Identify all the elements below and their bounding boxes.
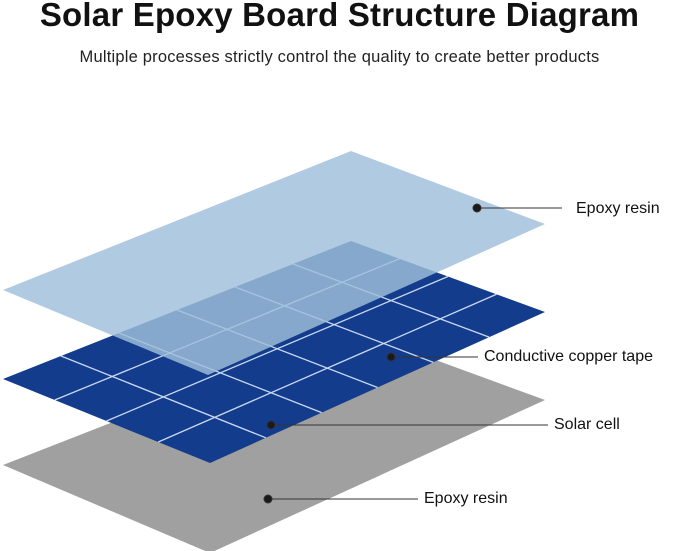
pointer-dot	[386, 352, 396, 362]
label-top-epoxy-resin: Epoxy resin	[576, 200, 660, 217]
grid-line	[106, 275, 449, 422]
diagram-subtitle: Multiple processes strictly control the …	[79, 48, 600, 66]
label-solar-cell: Solar cell	[554, 416, 620, 433]
diagram-title: Solar Epoxy Board Structure Diagram	[39, 0, 640, 33]
bottom-epoxy-layer	[3, 329, 545, 551]
pointer-dot	[266, 420, 276, 430]
label-conductive-copper-tape: Conductive copper tape	[484, 348, 653, 365]
pointer-dot	[263, 494, 273, 504]
pointer-dot	[472, 203, 482, 213]
top-epoxy-layer	[3, 151, 545, 375]
grid-line	[157, 293, 497, 443]
label-bottom-epoxy-resin: Epoxy resin	[424, 490, 508, 507]
